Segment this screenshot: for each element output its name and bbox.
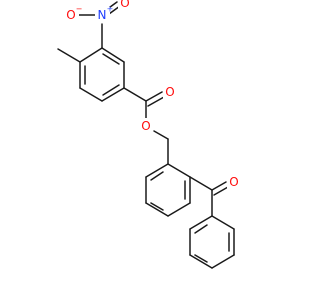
nitrogen-atom-label: N [98, 8, 107, 22]
methyl-bond [57, 48, 81, 63]
bond [79, 87, 103, 102]
ketone-group [189, 176, 229, 217]
bond [101, 47, 125, 63]
bond [145, 163, 169, 178]
bond [211, 254, 235, 269]
bond [189, 254, 213, 269]
ring-c [189, 215, 235, 269]
ring-b [145, 163, 191, 217]
nitrogen-charge: + [107, 5, 114, 14]
aromatic-bond [194, 224, 208, 234]
aromatic-bond [150, 202, 164, 211]
aromatic-bond [150, 171, 164, 181]
bond [145, 91, 163, 102]
bond [213, 186, 229, 196]
oxygen-charge: − [76, 5, 83, 14]
oxygen-atom-label: O [165, 85, 174, 99]
ester-group [123, 87, 169, 140]
bond [147, 96, 165, 107]
bond [79, 47, 103, 63]
bond [189, 215, 213, 230]
bond [167, 202, 191, 217]
molecular-structure-diagram: N + O − O O O O [57, 0, 241, 269]
bond [211, 181, 227, 191]
bond [123, 87, 147, 102]
bond [189, 176, 213, 191]
bond [167, 163, 191, 178]
bond [153, 130, 169, 140]
aromatic-bond [102, 84, 120, 96]
oxygen-atom-label: O [229, 175, 238, 189]
bond [145, 202, 169, 217]
bond [211, 215, 235, 230]
oxygen-atom-label: O [141, 119, 150, 133]
aromatic-bond [102, 53, 120, 65]
bond [101, 87, 125, 102]
oxygen-atom-label: O [66, 8, 75, 22]
atom-labels: N + O − O O O O [64, 0, 241, 189]
oxygen-atom-label: O [120, 0, 129, 10]
ring-a [79, 47, 125, 102]
aromatic-bond [194, 254, 208, 263]
